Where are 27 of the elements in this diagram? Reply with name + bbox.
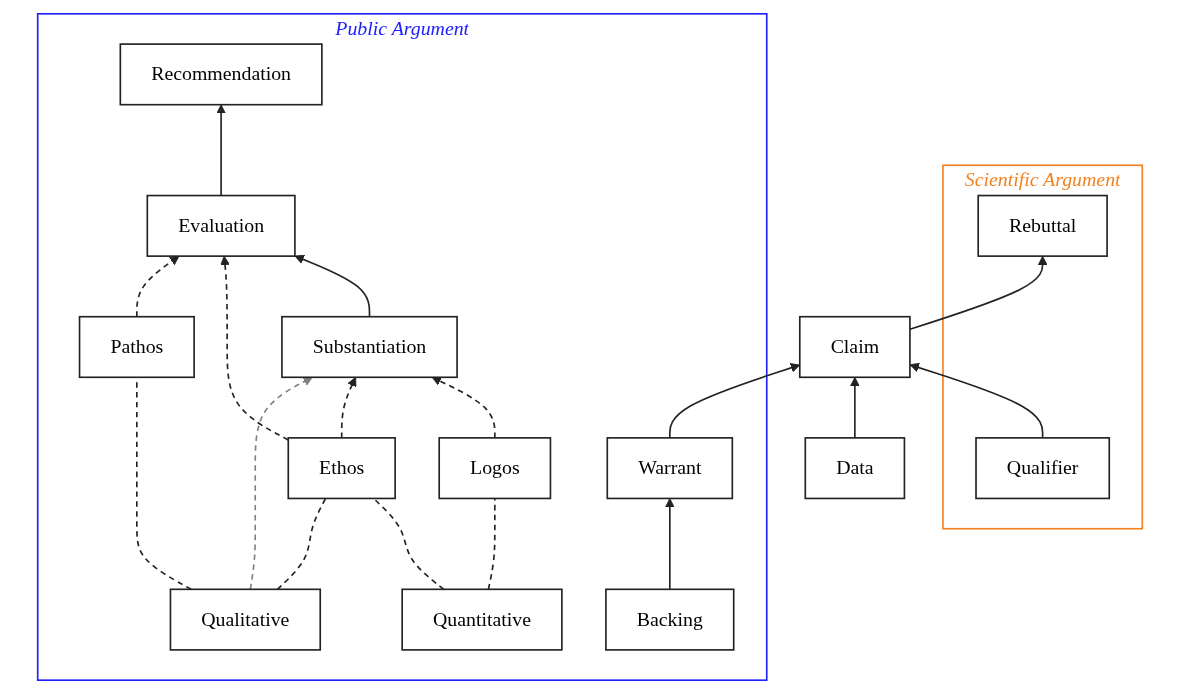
node-box: Recommendation xyxy=(119,43,323,106)
connector xyxy=(487,497,496,591)
node-box: Backing xyxy=(605,588,735,651)
arrow xyxy=(294,254,371,318)
node-box: Ethos xyxy=(287,437,396,500)
arrow xyxy=(431,376,496,439)
arrow xyxy=(216,104,226,197)
node-box: Claim xyxy=(798,315,911,379)
node-box: Pathos xyxy=(78,315,195,379)
node-box: Data xyxy=(804,437,906,500)
connector xyxy=(276,497,327,591)
arrow xyxy=(136,255,180,318)
arrow xyxy=(340,376,357,439)
node-box: Logos xyxy=(438,437,552,500)
node-box: Qualitative xyxy=(169,588,322,651)
node-box: Rebuttal xyxy=(977,194,1108,257)
arrow xyxy=(664,498,675,591)
node-box: Warrant xyxy=(606,437,734,500)
arrow xyxy=(249,376,313,591)
node-box: Quantitative xyxy=(401,588,563,651)
arrow xyxy=(909,362,1044,439)
arrow xyxy=(850,376,860,439)
node-box: Evaluation xyxy=(146,194,296,257)
arrow xyxy=(909,255,1048,331)
node-box: Qualifier xyxy=(975,437,1111,500)
node-box: Substantiation xyxy=(281,315,458,379)
connector xyxy=(372,497,445,591)
